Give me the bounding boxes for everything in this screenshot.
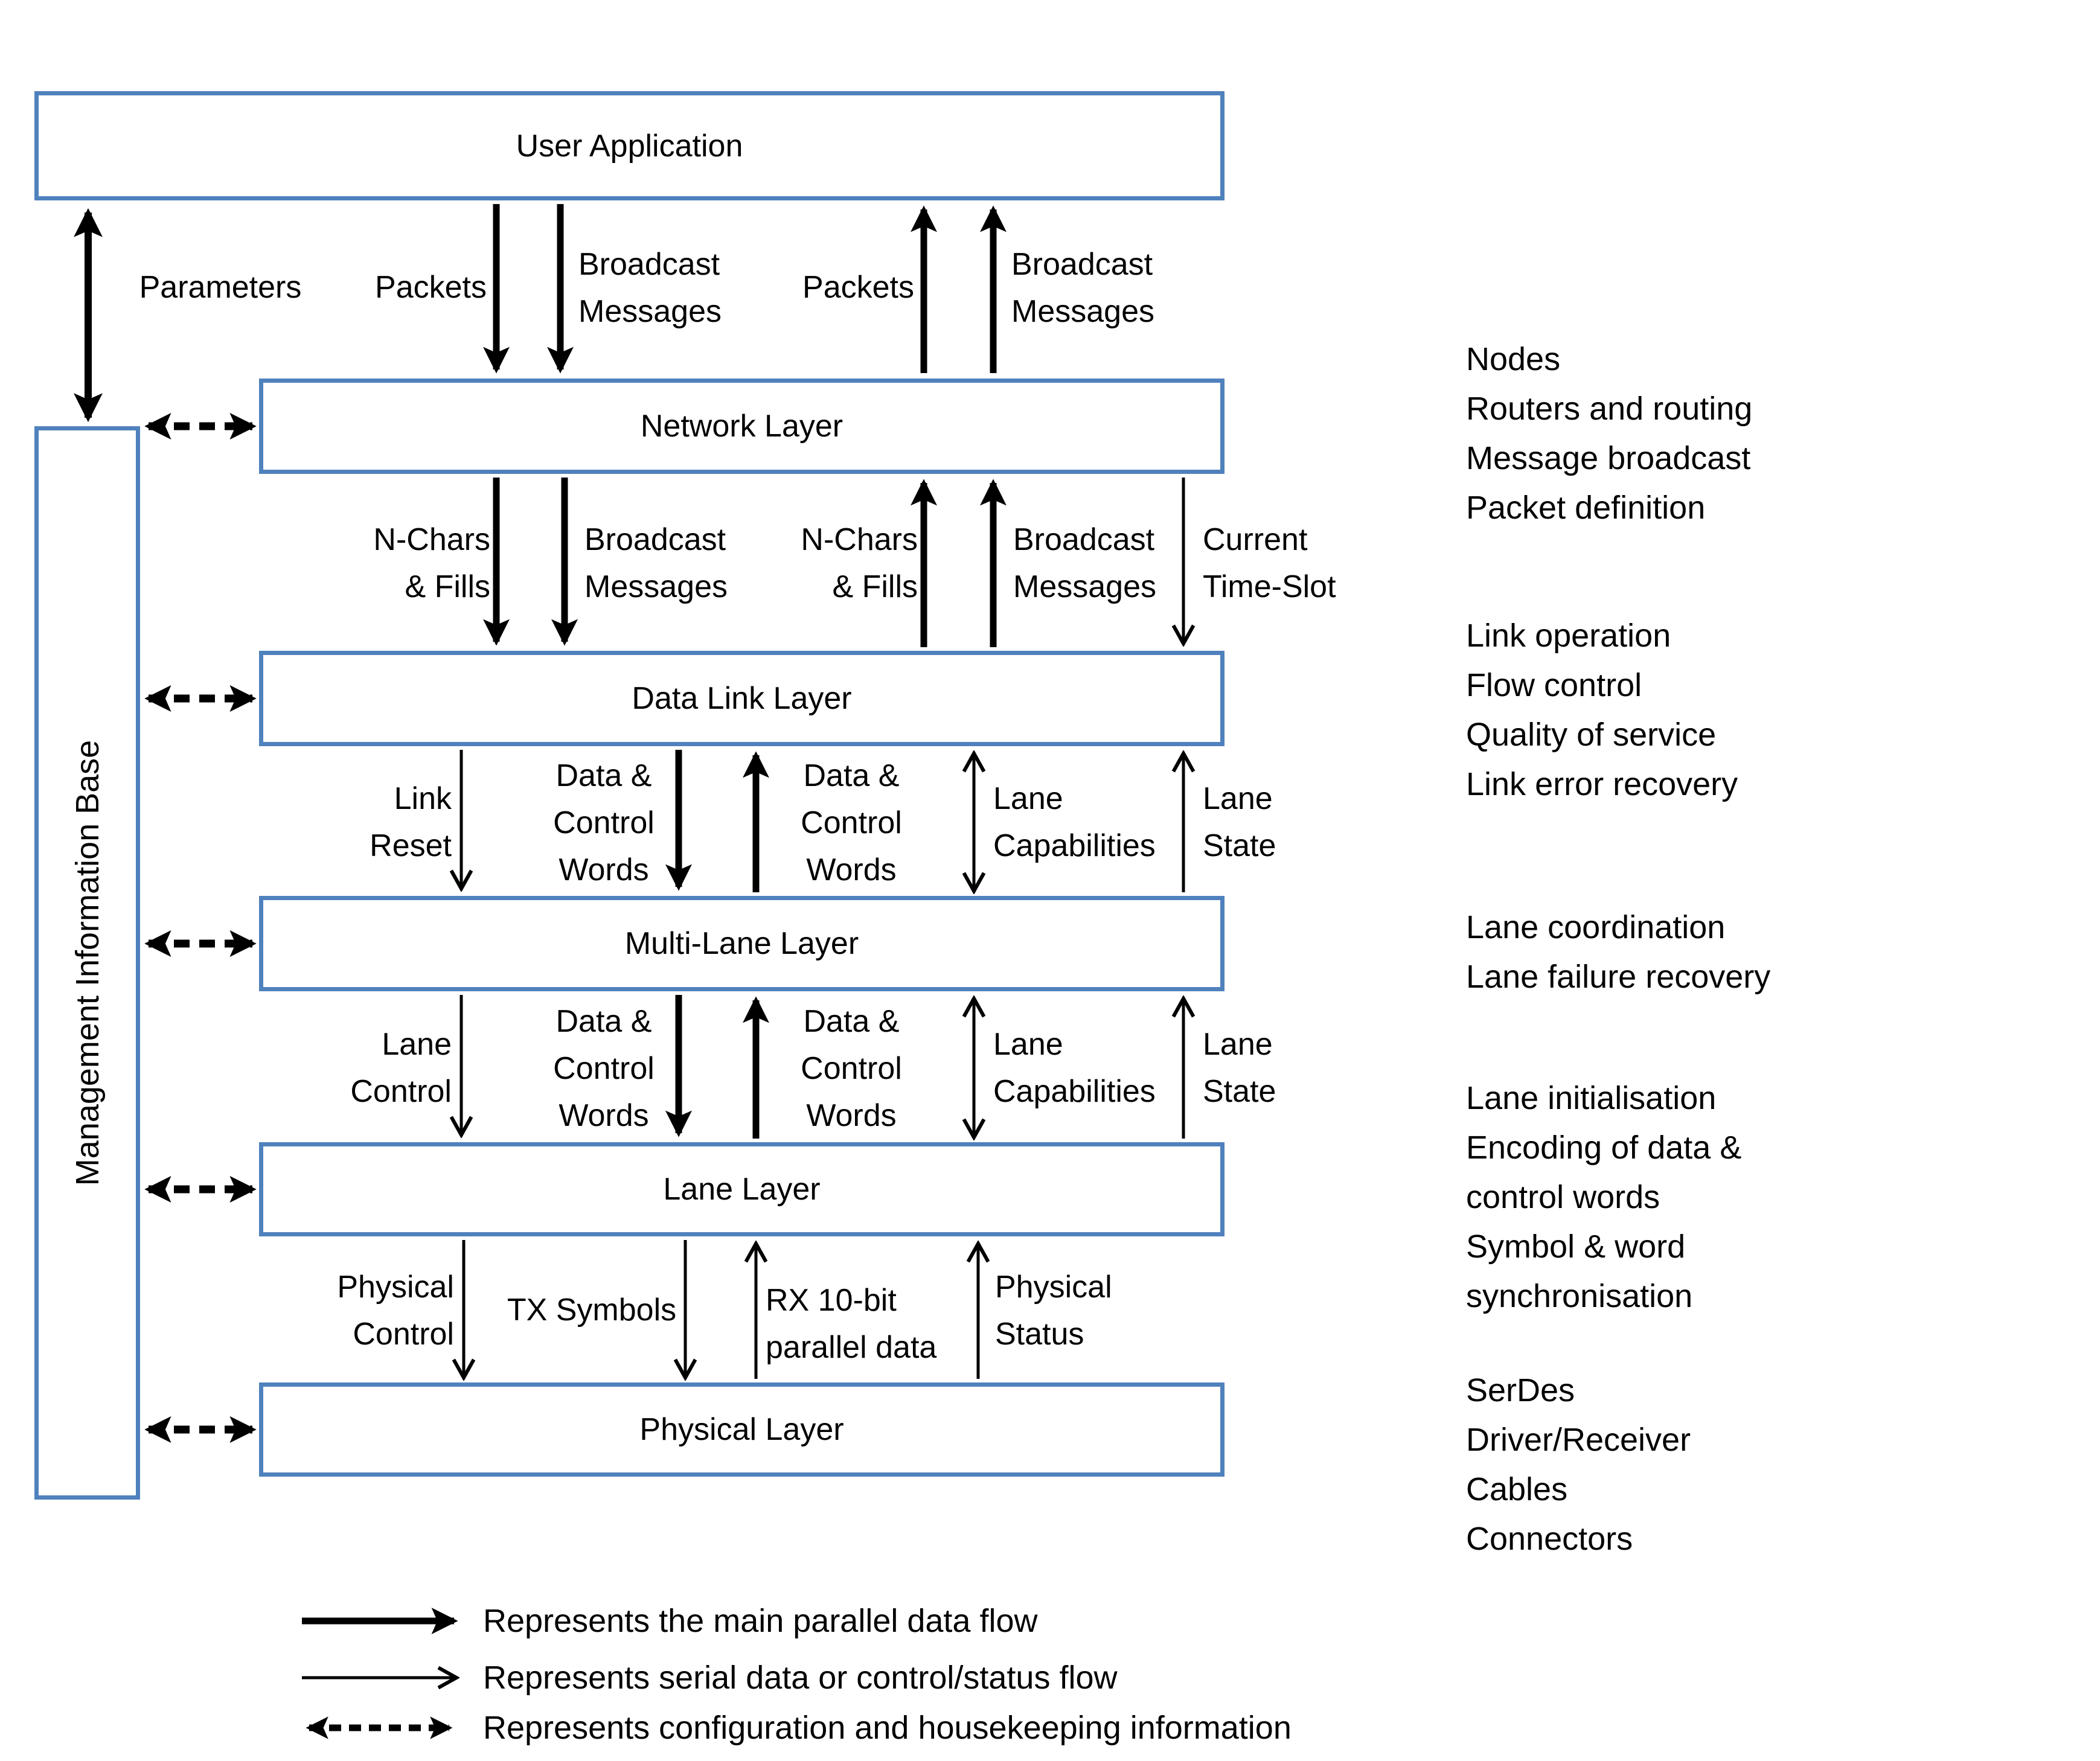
user-application-label: User Application xyxy=(516,128,743,164)
management-information-base-label: Management Information Base xyxy=(69,740,106,1186)
annotation-line: Flow control xyxy=(1466,667,1642,703)
nchars-fills-down-label: N-Chars & Fills xyxy=(373,522,490,604)
data-link-layer-box: Data Link Layer xyxy=(259,651,1224,746)
multi-lane-layer-label: Multi-Lane Layer xyxy=(624,926,859,961)
physical-layer-box: Physical Layer xyxy=(259,1382,1224,1477)
annotation-line: Lane failure recovery xyxy=(1466,959,1771,995)
annotation-line: Symbol & word xyxy=(1466,1229,1686,1265)
annotation-line: Lane coordination xyxy=(1466,909,1726,945)
management-information-base-box: Management Information Base xyxy=(34,426,140,1500)
lane-annotations: Lane initialisation Encoding of data & c… xyxy=(1466,1073,1741,1321)
annotation-line: Link operation xyxy=(1466,618,1671,654)
lane-control-label: Lane Control xyxy=(350,1027,452,1109)
broadcast-messages-up-label-net: Broadcast Messages xyxy=(1013,522,1156,604)
lane-state-label-dl: Lane State xyxy=(1203,781,1276,863)
network-layer-box: Network Layer xyxy=(259,379,1224,474)
annotation-line: Cables xyxy=(1466,1471,1568,1507)
lane-layer-box: Lane Layer xyxy=(259,1142,1224,1236)
parameters-label: Parameters xyxy=(139,270,302,305)
physical-annotations: SerDes Driver/Receiver Cables Connectors xyxy=(1466,1366,1691,1564)
annotation-line: Quality of service xyxy=(1466,717,1717,753)
physical-layer-label: Physical Layer xyxy=(639,1412,844,1447)
data-link-annotations: Link operation Flow control Quality of s… xyxy=(1466,611,1738,809)
data-link-layer-label: Data Link Layer xyxy=(632,681,852,716)
data-control-words-down-label-ml: Data & Control Words xyxy=(553,1004,655,1133)
multi-lane-layer-box: Multi-Lane Layer xyxy=(259,896,1224,991)
nchars-fills-up-label: N-Chars & Fills xyxy=(801,522,918,604)
annotation-line: Packet definition xyxy=(1466,490,1706,526)
annotation-line: Link error recovery xyxy=(1466,766,1738,802)
lane-state-label-ml: Lane State xyxy=(1203,1027,1276,1109)
annotation-line: Nodes xyxy=(1466,341,1561,377)
annotation-line: control words xyxy=(1466,1179,1660,1215)
legend-serial-data-control-status-flow: Represents serial data or control/status… xyxy=(483,1660,1118,1696)
data-control-words-down-label-dl: Data & Control Words xyxy=(553,758,655,887)
annotation-line: Driver/Receiver xyxy=(1466,1422,1691,1458)
lane-layer-label: Lane Layer xyxy=(663,1172,821,1207)
physical-status-label: Physical Status xyxy=(995,1270,1112,1352)
lane-capabilities-label-ml: Lane Capabilities xyxy=(993,1027,1156,1109)
network-layer-label: Network Layer xyxy=(640,409,844,444)
broadcast-messages-down-label-app: Broadcast Messages xyxy=(578,247,722,329)
broadcast-messages-up-label-app: Broadcast Messages xyxy=(1011,247,1154,329)
annotation-line: Message broadcast xyxy=(1466,440,1751,476)
link-reset-label: Link Reset xyxy=(370,781,452,863)
annotation-line: Connectors xyxy=(1466,1521,1633,1557)
physical-control-label: Physical Control xyxy=(337,1270,454,1352)
annotation-line: synchronisation xyxy=(1466,1278,1693,1314)
annotation-line: Routers and routing xyxy=(1466,391,1753,427)
annotation-line: Lane initialisation xyxy=(1466,1080,1717,1116)
data-control-words-up-label-dl: Data & Control Words xyxy=(801,758,902,887)
tx-symbols-label: TX Symbols xyxy=(507,1293,677,1328)
annotation-line: Encoding of data & xyxy=(1466,1130,1742,1166)
legend-configuration-housekeeping: Represents configuration and housekeepin… xyxy=(483,1710,1292,1746)
data-control-words-up-label-ml: Data & Control Words xyxy=(801,1004,902,1133)
lane-capabilities-label-dl: Lane Capabilities xyxy=(993,781,1156,863)
packets-up-label: Packets xyxy=(802,270,914,305)
multi-lane-annotations: Lane coordination Lane failure recovery xyxy=(1466,903,1770,1002)
current-time-slot-label: Current Time-Slot xyxy=(1203,522,1336,604)
user-application-box: User Application xyxy=(34,91,1224,200)
annotation-line: SerDes xyxy=(1466,1372,1575,1408)
broadcast-messages-down-label-net: Broadcast Messages xyxy=(584,522,728,604)
rx-10bit-parallel-data-label: RX 10-bit parallel data xyxy=(766,1283,937,1365)
network-annotations: Nodes Routers and routing Message broadc… xyxy=(1466,334,1752,532)
legend-main-parallel-data-flow: Represents the main parallel data flow xyxy=(483,1603,1038,1639)
packets-down-label: Packets xyxy=(375,270,487,305)
